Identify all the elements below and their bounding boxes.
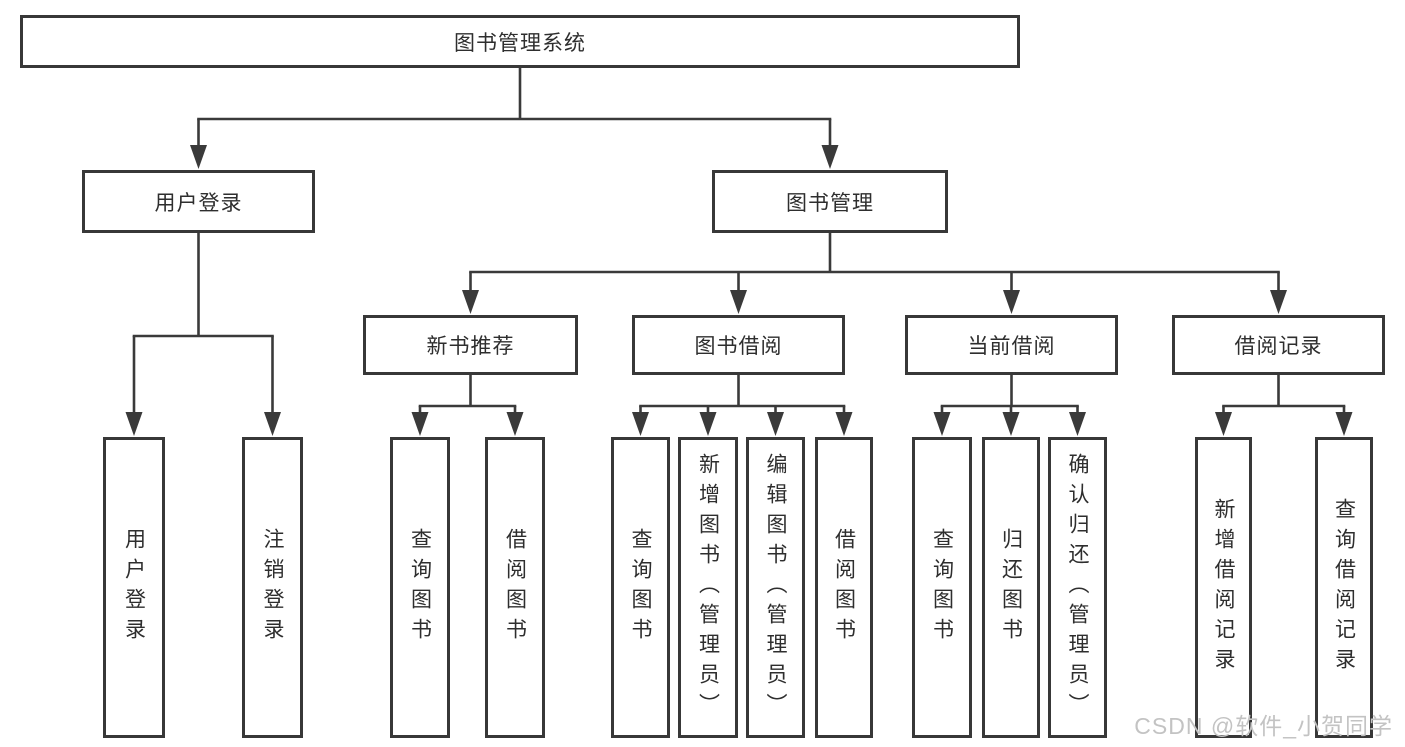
node-label: 用户登录	[122, 527, 146, 648]
node-leaf-query-books-1: 查询图书	[390, 437, 450, 738]
node-root: 图书管理系统	[20, 15, 1020, 68]
arrowhead-icon	[632, 412, 649, 436]
node-leaf-add-borrow-record: 新增借阅记录	[1195, 437, 1252, 738]
arrowhead-icon	[1335, 412, 1353, 436]
csdn-watermark: CSDN @软件_小贺同学	[1134, 713, 1393, 739]
node-book-borrow: 图书借阅	[632, 315, 845, 375]
arrowhead-icon	[767, 412, 784, 436]
arrowhead-icon	[821, 145, 839, 169]
arrowhead-icon	[264, 412, 281, 436]
arrowhead-icon	[125, 412, 143, 436]
node-label: 确认归还（管理员）	[1066, 452, 1090, 723]
node-label: 新增图书（管理员）	[696, 452, 720, 723]
arrowhead-icon	[1002, 412, 1020, 436]
node-leaf-query-borrow-record: 查询借阅记录	[1315, 437, 1373, 738]
arrowhead-icon	[1215, 412, 1232, 436]
node-leaf-edit-book: 编辑图书（管理员）	[746, 437, 805, 738]
node-leaf-borrow-books-2: 借阅图书	[815, 437, 873, 738]
node-label: 新增借阅记录	[1212, 497, 1236, 678]
node-label: 归还图书	[999, 527, 1023, 648]
arrowhead-icon	[1069, 412, 1086, 436]
node-label: 用户登录	[154, 191, 243, 215]
node-leaf-add-book: 新增图书（管理员）	[678, 437, 738, 738]
node-current-borrow: 当前借阅	[905, 315, 1118, 375]
node-leaf-query-books-2: 查询图书	[611, 437, 670, 738]
node-label: 查询图书	[629, 527, 653, 648]
arrowhead-icon	[699, 412, 717, 436]
arrowhead-icon	[190, 145, 207, 169]
node-label: 注销登录	[261, 527, 285, 648]
node-label: 编辑图书（管理员）	[764, 452, 788, 723]
node-label: 图书管理系统	[454, 31, 586, 55]
node-new-book-rec: 新书推荐	[363, 315, 578, 375]
node-leaf-query-books-3: 查询图书	[912, 437, 972, 738]
node-label: 借阅记录	[1234, 335, 1323, 358]
node-label: 查询图书	[930, 527, 954, 648]
arrowhead-icon	[1003, 290, 1020, 314]
node-label: 查询图书	[408, 527, 432, 648]
node-label: 当前借阅	[967, 335, 1056, 358]
node-leaf-user-login: 用户登录	[103, 437, 165, 738]
arrowhead-icon	[506, 412, 524, 436]
node-label: 借阅图书	[832, 527, 856, 648]
node-leaf-return-book: 归还图书	[982, 437, 1040, 738]
arrowhead-icon	[462, 290, 479, 314]
arrowhead-icon	[835, 412, 853, 436]
arrowhead-icon	[411, 412, 429, 436]
node-leaf-logout: 注销登录	[242, 437, 303, 738]
node-label: 图书借阅	[694, 335, 783, 358]
arrowhead-icon	[730, 290, 747, 314]
node-label: 新书推荐	[426, 335, 515, 358]
node-leaf-borrow-books-1: 借阅图书	[485, 437, 545, 738]
node-label: 图书管理	[786, 191, 874, 215]
node-label: 借阅图书	[503, 527, 527, 648]
arrowhead-icon	[1270, 290, 1287, 314]
node-book-mgmt: 图书管理	[712, 170, 948, 233]
node-borrow-records: 借阅记录	[1172, 315, 1385, 375]
node-leaf-confirm-return: 确认归还（管理员）	[1048, 437, 1107, 738]
arrowhead-icon	[933, 412, 951, 436]
node-user-login: 用户登录	[82, 170, 315, 233]
node-label: 查询借阅记录	[1332, 497, 1356, 678]
